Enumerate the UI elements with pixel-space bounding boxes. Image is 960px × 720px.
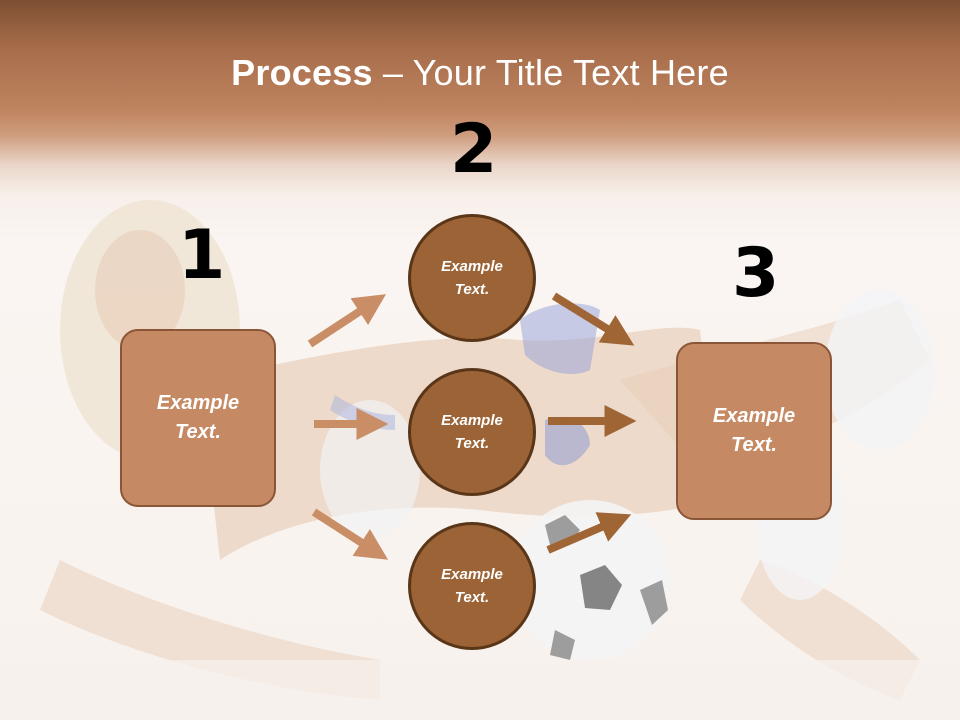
circle-top: Example Text.: [408, 214, 536, 342]
left-box-line2: Text.: [175, 421, 221, 443]
circle-top-line1: Example: [441, 258, 503, 275]
right-box-label: Example Text.: [694, 402, 814, 460]
left-box-line1: Example: [156, 392, 240, 414]
right-box-line2: Text.: [731, 434, 777, 456]
left-box: Example Text.: [120, 329, 276, 507]
left-box-label: Example Text.: [138, 389, 258, 447]
circle-bottom-label: Example Text.: [422, 563, 522, 609]
title-rest: – Your Title Text Here: [372, 52, 729, 93]
circle-top-line2: Text.: [454, 281, 490, 298]
title-bold: Process: [231, 52, 373, 93]
right-box: Example Text.: [676, 342, 832, 520]
right-box-line1: Example: [712, 405, 796, 427]
circle-top-label: Example Text.: [422, 255, 522, 301]
circle-middle: Example Text.: [408, 368, 536, 496]
slide-title: Process – Your Title Text Here: [0, 52, 960, 94]
circle-bottom: Example Text.: [408, 522, 536, 650]
circle-bottom-line2: Text.: [454, 589, 490, 606]
step-number-1: 1: [178, 216, 226, 295]
circle-middle-line2: Text.: [454, 435, 490, 452]
circle-bottom-line1: Example: [441, 566, 503, 583]
circle-middle-label: Example Text.: [422, 409, 522, 455]
circle-middle-line1: Example: [441, 412, 503, 429]
step-number-3: 3: [732, 234, 780, 313]
step-number-2: 2: [450, 110, 498, 189]
